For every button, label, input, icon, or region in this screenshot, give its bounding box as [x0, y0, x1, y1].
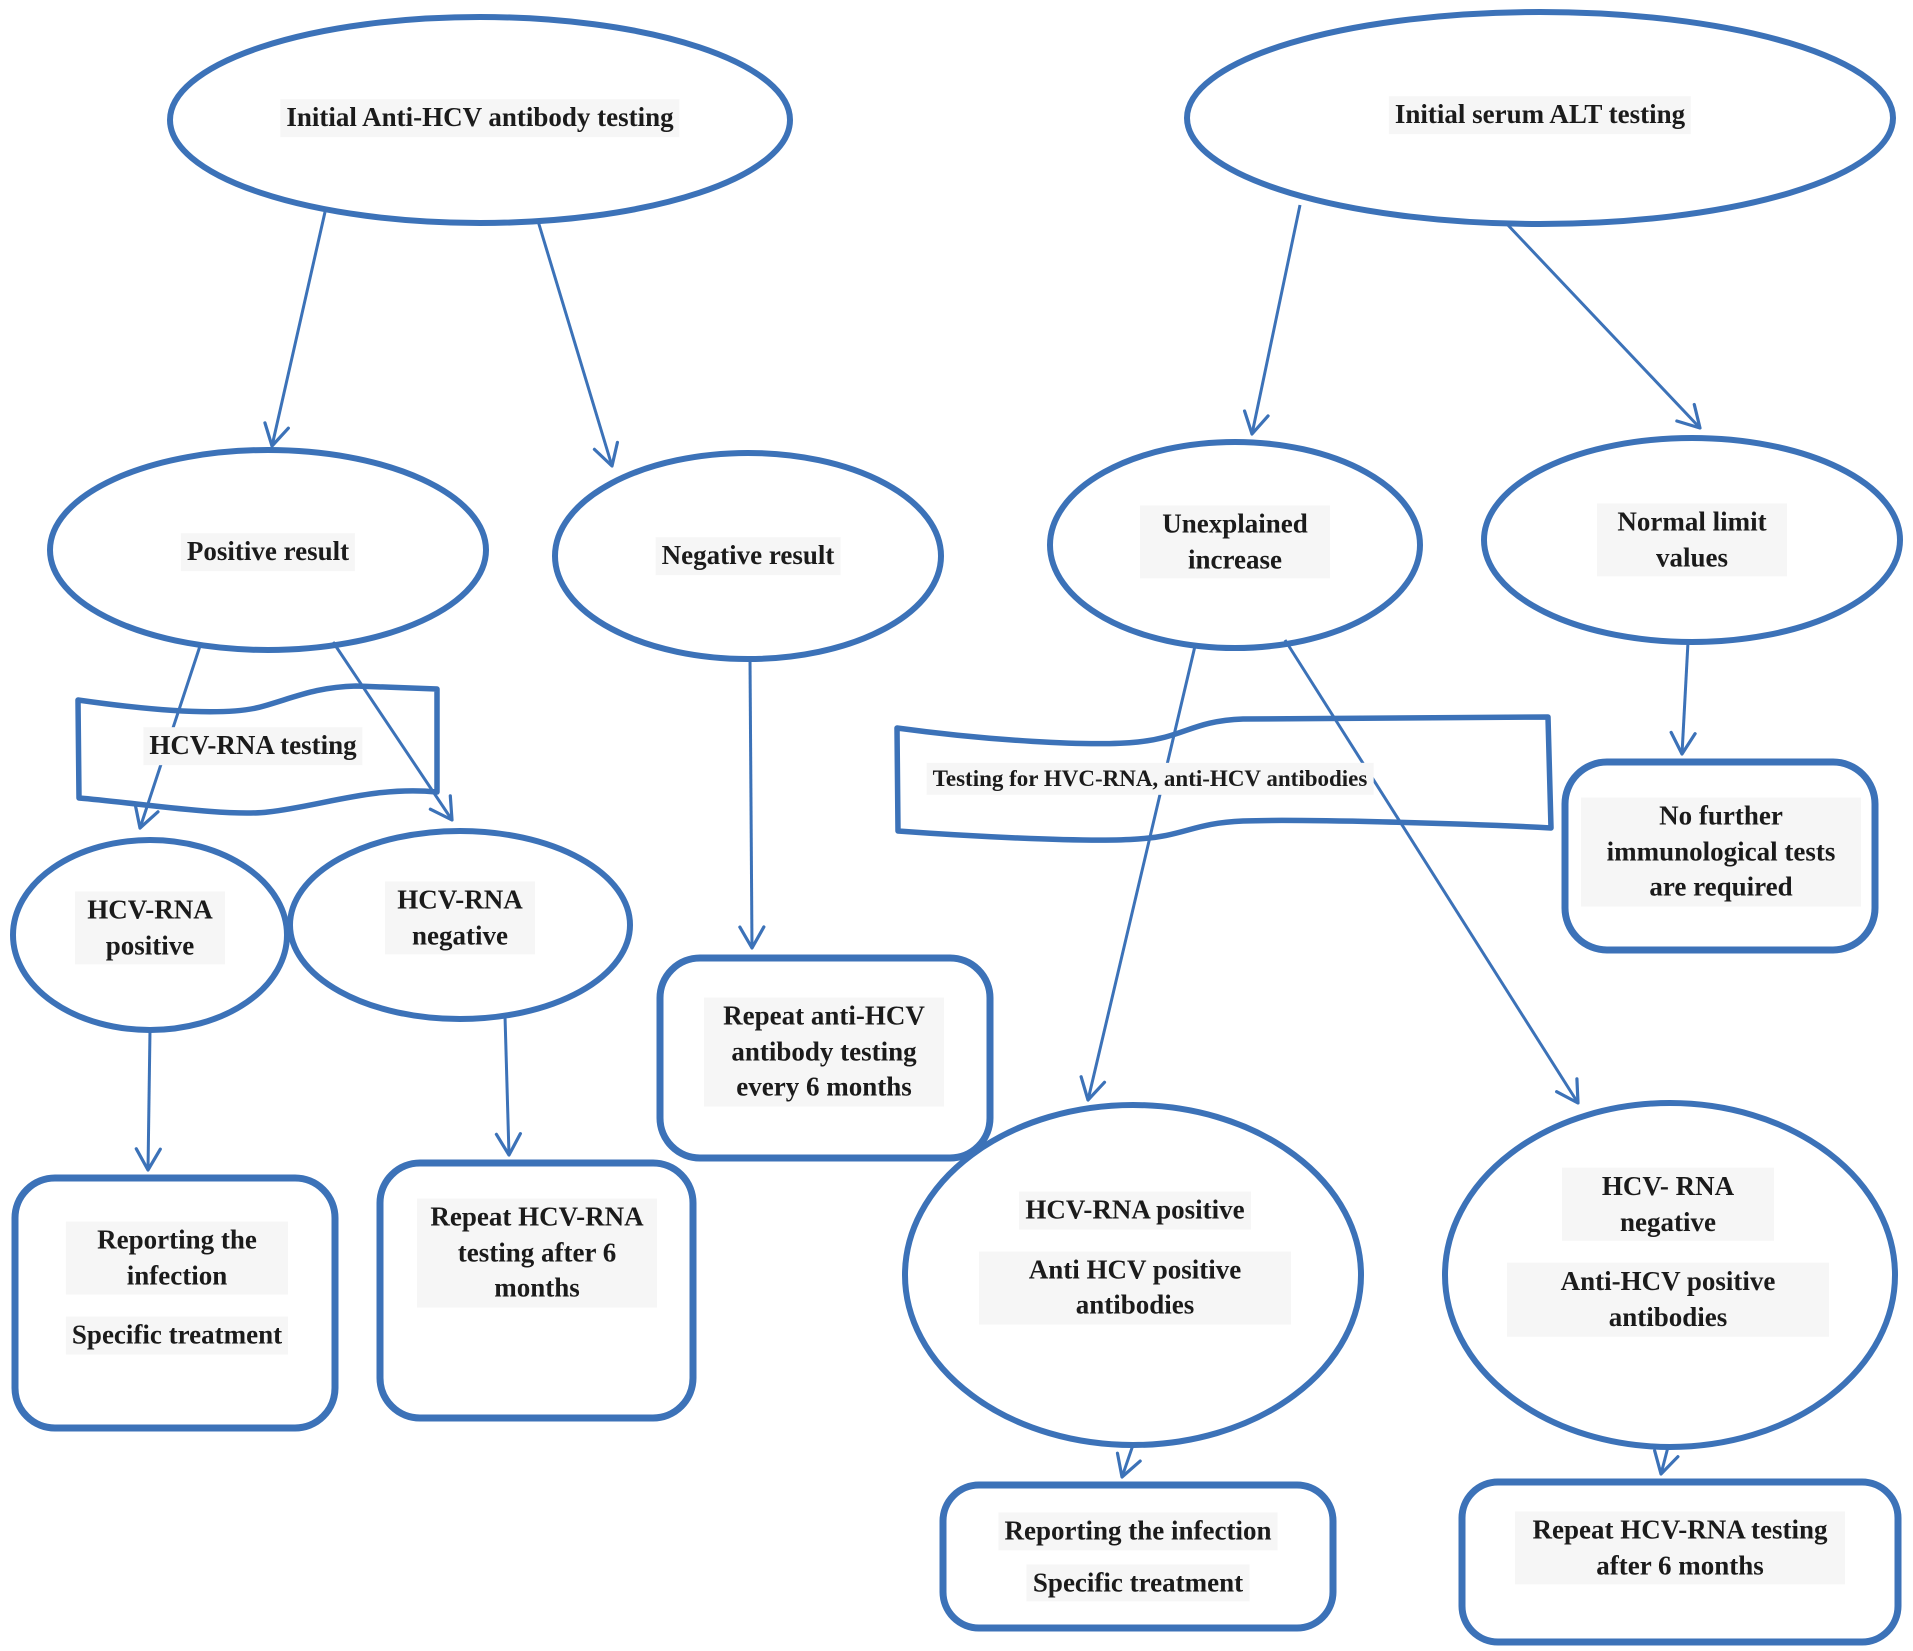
banner-hcv-rna-testing	[75, 683, 440, 816]
ellipse-hcv-rna-negative-antibodies	[1442, 1100, 1898, 1450]
ellipse-hcv-rna-negative	[287, 828, 633, 1022]
arrow-unexplained-to-rna-negative-antibodies	[1283, 639, 1580, 1105]
arrow-alt-to-normal-limit	[1503, 220, 1702, 430]
box-repeat-hcv-rna-left	[376, 1159, 697, 1422]
ellipse-unexplained-increase	[1047, 439, 1423, 651]
box-reporting-infection-left	[11, 1174, 339, 1432]
arrow-unexplained-to-rna-positive-antibodies	[1079, 645, 1197, 1102]
arrow-rna-negative-to-repeat	[494, 1015, 522, 1157]
ellipse-initial-anti-hcv	[167, 14, 793, 226]
arrow-positive-antibodies-to-reporting	[1115, 1444, 1142, 1479]
arrow-negative-antibodies-to-repeat	[1653, 1446, 1680, 1476]
arrow-positive-to-rna-negative	[331, 641, 454, 822]
banner-testing-for-hvc-rna	[894, 714, 1554, 843]
arrow-root-to-negative	[536, 220, 620, 468]
ellipse-hcv-rna-positive-antibodies	[902, 1102, 1364, 1448]
box-repeat-antibody-testing	[656, 954, 994, 1162]
ellipse-hcv-rna-positive	[10, 837, 290, 1033]
arrow-rna-positive-to-reporting	[134, 1029, 162, 1172]
box-repeat-hcv-rna-right	[1458, 1478, 1902, 1646]
ellipse-negative-result	[552, 450, 944, 662]
arrow-root-to-positive	[263, 211, 327, 448]
arrow-alt-to-unexplained	[1242, 204, 1302, 436]
arrow-normal-to-no-further	[1669, 641, 1697, 756]
box-reporting-infection-right	[939, 1481, 1337, 1632]
ellipse-normal-limit-values	[1481, 435, 1903, 645]
arrow-negative-to-repeat-antibody	[738, 658, 766, 950]
ellipse-positive-result	[47, 447, 489, 653]
ellipse-initial-serum-alt	[1184, 9, 1896, 227]
box-no-further-tests	[1561, 758, 1879, 954]
